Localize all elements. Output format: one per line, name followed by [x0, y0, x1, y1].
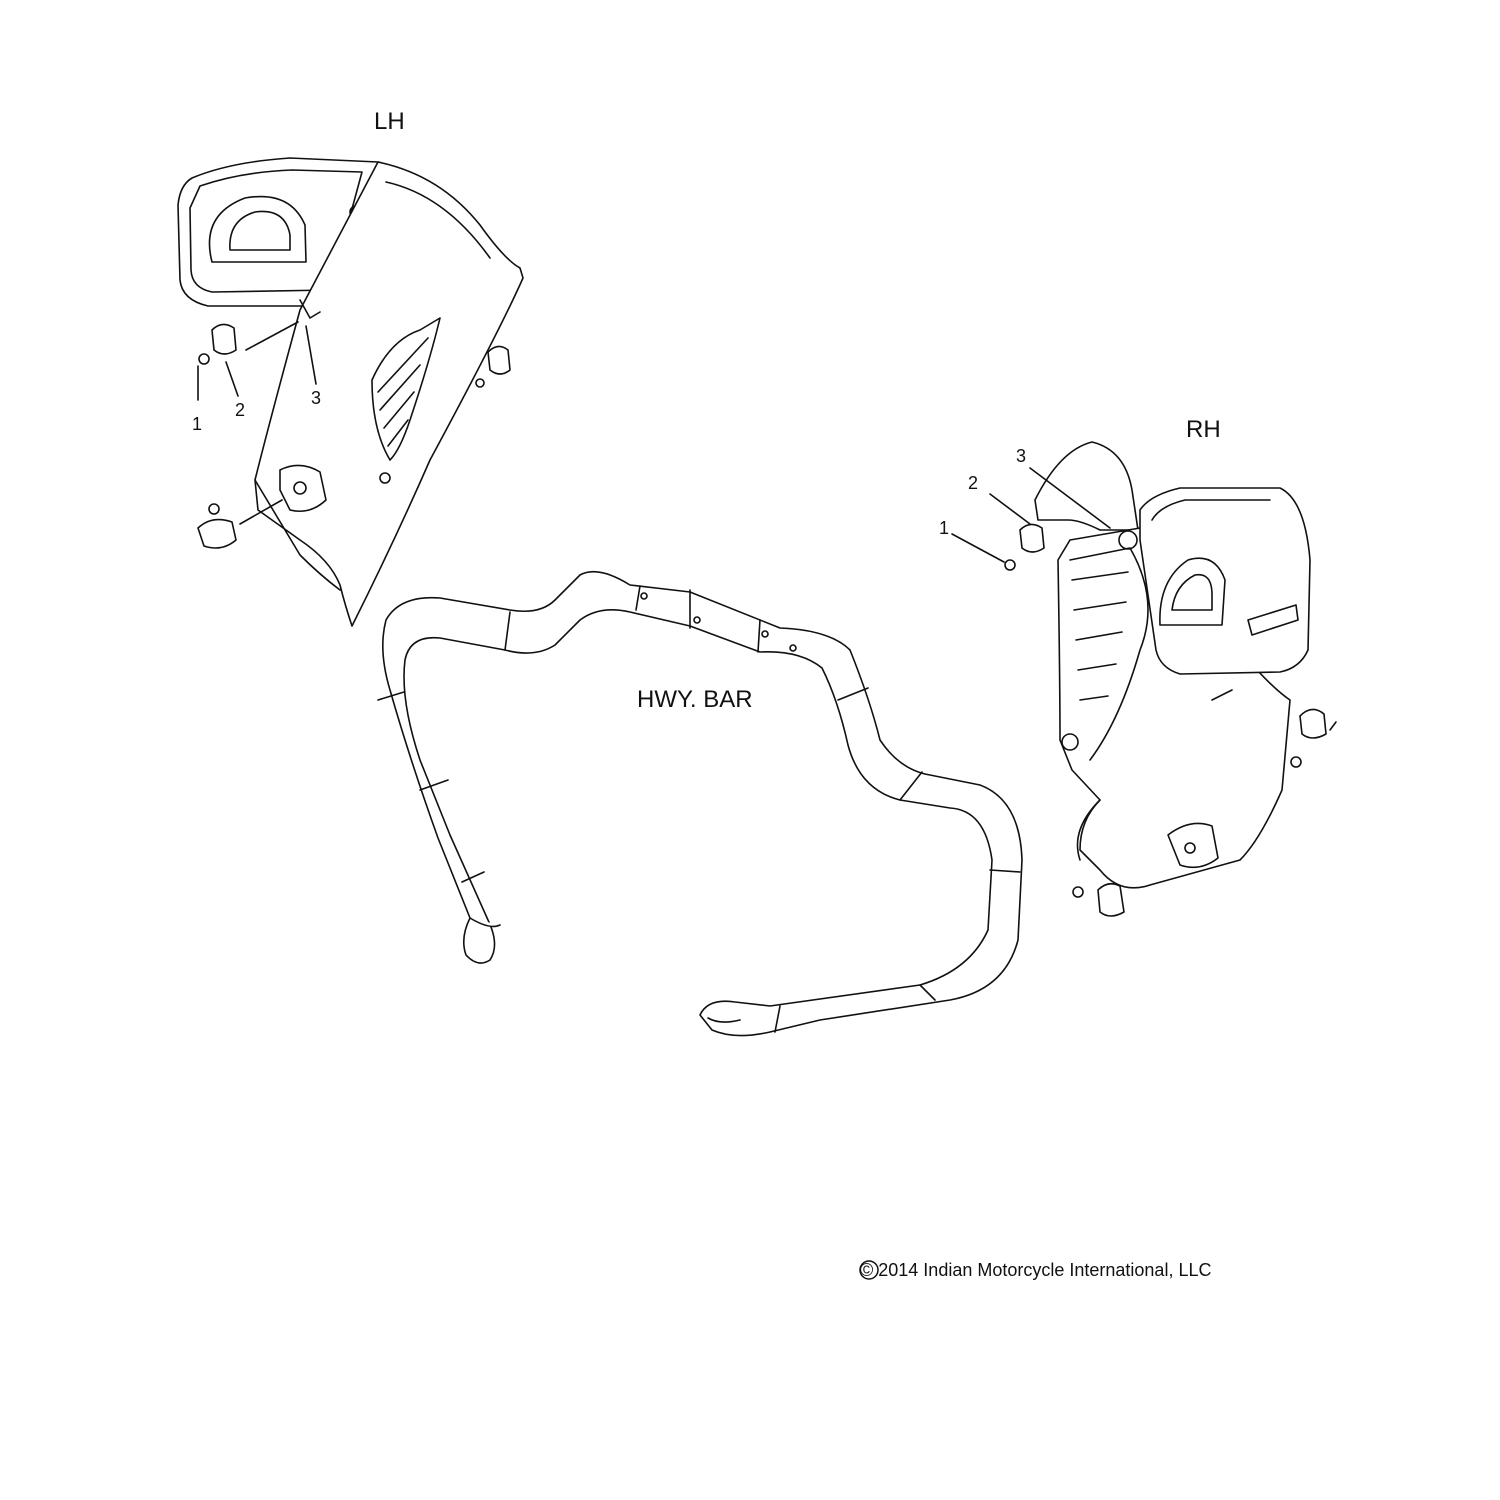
lh-callout-1: 1	[192, 414, 203, 434]
lh-callout-2: 2	[235, 400, 246, 420]
copyright-icon	[859, 1260, 879, 1280]
rh-callout-1: 1	[939, 518, 950, 538]
hwy-bar-label: HWY. BAR	[637, 686, 753, 713]
lh-louvre-icon	[371, 317, 441, 461]
rh-logo-icon	[1247, 604, 1299, 636]
highway-bar	[377, 570, 1023, 1037]
lh-lower-fairing-assembly	[177, 157, 524, 627]
lh-callout-3: 3	[311, 388, 322, 408]
rh-lower-fairing-assembly	[951, 441, 1337, 917]
rh-callout-2: 2	[968, 473, 979, 493]
rh-vent-icon	[1159, 557, 1226, 626]
rh-label: RH	[1186, 416, 1221, 443]
lh-vent-icon	[208, 195, 307, 263]
copyright-text: © 2014 Indian Motorcycle International, …	[860, 1260, 1212, 1280]
rh-louvre-icon	[1071, 571, 1129, 581]
lh-label: LH	[374, 108, 405, 135]
rh-callout-3: 3	[1016, 446, 1027, 466]
